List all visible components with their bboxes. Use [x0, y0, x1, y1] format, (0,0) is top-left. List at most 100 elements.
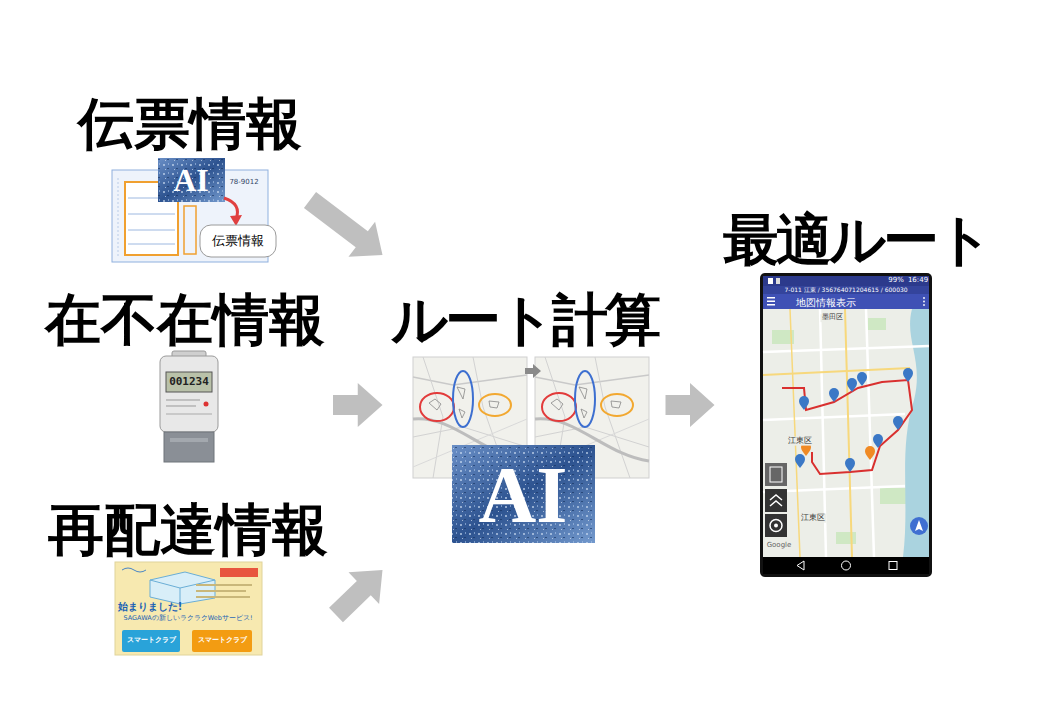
- node-heading: 再配達情報: [48, 498, 328, 562]
- picture-label: AI: [173, 163, 209, 198]
- phone-screenshot: [765, 514, 787, 537]
- label-anchor: スマートクラブ: [198, 637, 247, 645]
- label-anchor: Google: [766, 542, 793, 550]
- flyer-illustration: [115, 562, 262, 655]
- slip-illustration: [128, 244, 175, 245]
- route-maps-illustration: [452, 445, 595, 543]
- picture-label: 16:49: [908, 277, 928, 285]
- flyer-illustration: [220, 568, 258, 577]
- label-anchor: スマートクラブ: [127, 637, 176, 645]
- phone-screenshot: [765, 463, 787, 486]
- node-heading: 伝票情報: [78, 92, 302, 156]
- picture-label: 地図情報表示: [796, 296, 856, 307]
- label-anchor: AI: [479, 451, 568, 539]
- phone-screenshot: [763, 368, 910, 375]
- picture-label: AI: [479, 451, 568, 539]
- flyer-illustration: [150, 572, 215, 604]
- label-anchor: 江東区: [787, 437, 813, 446]
- meter-illustration: [166, 414, 212, 415]
- meter-illustration: [204, 402, 209, 407]
- phone-screenshot: [868, 318, 886, 330]
- label-anchor: 001234: [169, 376, 209, 388]
- phone-screenshot: [782, 380, 912, 474]
- phone-screenshot: [880, 488, 906, 504]
- flow-arrow: [333, 383, 383, 427]
- phone-screenshot: [767, 297, 775, 299]
- phone-screenshot: [763, 294, 929, 309]
- label-anchor: 江東区: [800, 514, 826, 523]
- phone-screenshot: [857, 372, 867, 386]
- label-anchor: 地図情報表示: [796, 296, 856, 307]
- slip-illustration: [112, 158, 276, 262]
- label-anchor: SAGAWAの新しいラクラクWebサービス!: [123, 615, 252, 622]
- flow-arrow: [304, 192, 383, 257]
- phone-screenshot: [847, 378, 857, 392]
- label-anchor: 78-9012: [229, 179, 258, 187]
- phone-screenshot: [842, 561, 851, 570]
- phone-screenshot: [923, 297, 925, 299]
- flow-node: 最適ルート: [719, 208, 994, 582]
- label-anchor: 墨田区: [821, 314, 844, 322]
- phone-screenshot: [873, 434, 883, 448]
- slip-illustration: [128, 230, 175, 231]
- phone-screenshot: [795, 454, 805, 468]
- meter-illustration: [160, 351, 218, 462]
- node-heading: ルート計算: [391, 288, 658, 352]
- flyer-illustration: [122, 630, 180, 652]
- route-maps-illustration: [525, 364, 541, 378]
- phone-screenshot: [767, 304, 775, 306]
- picture-label: 墨田区: [821, 314, 844, 322]
- phone-screenshot: [790, 309, 800, 557]
- phone-screenshot: [903, 368, 913, 382]
- meter-illustration: [166, 400, 200, 401]
- route-maps-illustration: [452, 445, 595, 543]
- picture-label: SAGAWAの新しいラクラクWebサービス!: [123, 615, 252, 622]
- flow-arrow: [329, 570, 382, 622]
- node-heading: 最適ルート: [723, 208, 990, 272]
- phone-screenshot: [763, 414, 905, 420]
- flyer-illustration: [115, 562, 262, 655]
- slip-illustration: [158, 158, 225, 202]
- phone-screenshot: [845, 309, 852, 557]
- phone-screenshot: [915, 520, 923, 531]
- phone-screenshot: [770, 520, 782, 532]
- flyer-illustration: [122, 568, 146, 572]
- picture-label: スマートクラブ: [198, 637, 247, 645]
- flow-node: ルート計算: [387, 240, 662, 600]
- slip-illustration: [230, 215, 242, 226]
- phone-screenshot: [829, 388, 839, 402]
- route-maps-illustration: [413, 357, 649, 543]
- meter-illustration: [160, 356, 218, 432]
- label-anchor: 16:49: [908, 277, 928, 285]
- slip-illustration: [184, 206, 196, 254]
- meter-illustration: [170, 438, 208, 442]
- label-anchor: 99%: [888, 277, 904, 285]
- picture-label: 78-9012: [229, 179, 258, 187]
- picture-label: 始まりました!: [118, 601, 183, 612]
- node-heading: 在不在情報: [45, 288, 325, 352]
- picture-label: 001234: [169, 376, 209, 388]
- picture-label: 99%: [888, 277, 904, 285]
- phone-screenshot: [763, 286, 929, 294]
- label-anchor: 7-011 江東 / 356764071204615 / 600030: [784, 287, 907, 294]
- phone-screenshot: [763, 557, 929, 574]
- phone-screenshot: [910, 517, 928, 535]
- phone-screenshot: [893, 416, 903, 430]
- phone-screenshot: [923, 304, 925, 306]
- phone-screenshot: [797, 561, 804, 570]
- meter-illustration: [166, 406, 196, 407]
- picture-label: 7-011 江東 / 356764071204615 / 600030: [784, 287, 907, 294]
- picture-label: スマートクラブ: [127, 637, 176, 645]
- phone-screenshot: [865, 446, 875, 460]
- meter-illustration: [166, 372, 212, 392]
- phone-screenshot: [760, 273, 932, 577]
- phone-screenshot: [795, 368, 913, 472]
- phone-screenshot: [799, 396, 809, 410]
- phone-screenshot: [774, 524, 778, 528]
- slip-illustration: [128, 214, 175, 215]
- picture-label: Google: [766, 542, 793, 550]
- picture-label: 江東区: [787, 437, 813, 446]
- phone-screenshot: [866, 309, 874, 557]
- flyer-illustration: [192, 630, 252, 652]
